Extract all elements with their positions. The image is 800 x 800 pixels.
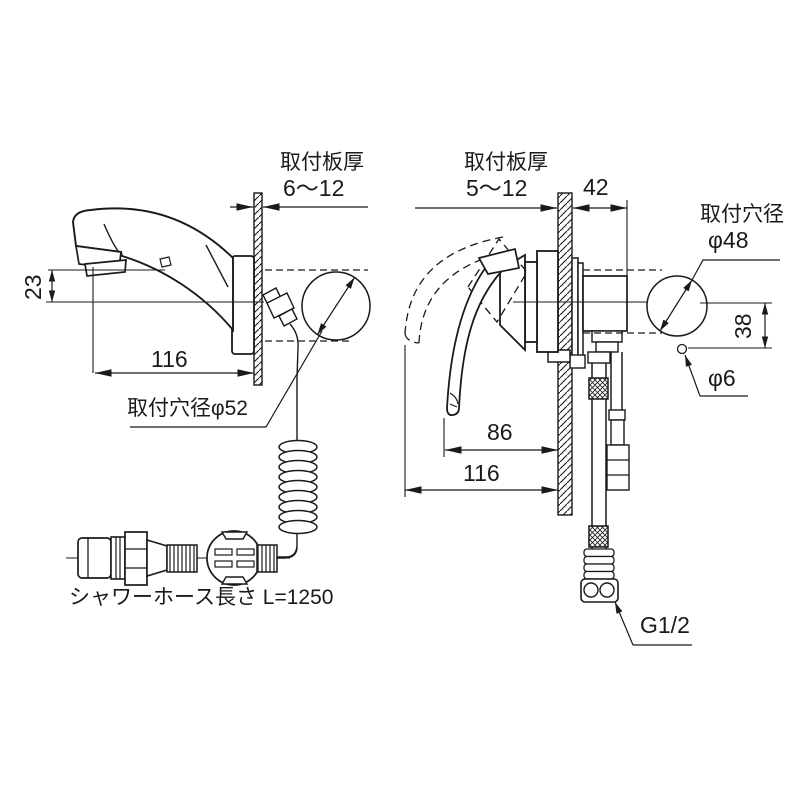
left-board-thickness-label: 取付板厚: [280, 151, 364, 174]
dim-86: 86: [487, 419, 513, 445]
right-board-thickness-value: 5〜12: [466, 175, 528, 201]
right-view: [404, 192, 780, 646]
dim-23: 23: [19, 274, 46, 301]
thread-size-label: G1/2: [640, 612, 690, 638]
left-view: [46, 192, 371, 558]
dim-42: 42: [583, 174, 609, 200]
dim-116-left: 116: [151, 346, 188, 372]
right-hole-label: 取付穴径: [700, 203, 784, 226]
left-board-thickness-value: 6〜12: [283, 175, 345, 201]
hose-length-label: シャワーホース長さ L=1250: [69, 586, 334, 609]
shower-hand-unit: [66, 530, 298, 586]
dim-phi6: φ6: [708, 365, 736, 391]
dim-116-right: 116: [463, 460, 500, 486]
right-board-thickness-label: 取付板厚: [464, 151, 548, 174]
left-hole-label: 取付穴径φ52: [127, 397, 248, 420]
dim-38: 38: [729, 313, 756, 340]
right-hole-value: φ48: [708, 227, 749, 253]
